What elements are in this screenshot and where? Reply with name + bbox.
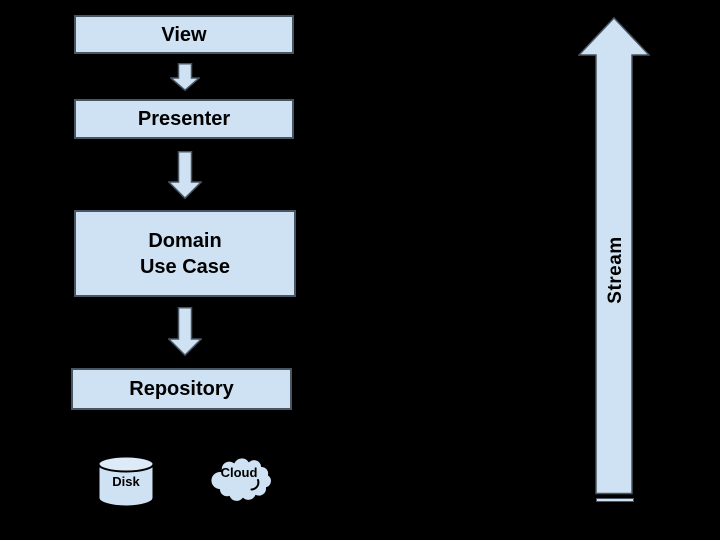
- down-arrow-icon: [168, 151, 202, 199]
- view-box: View: [74, 15, 294, 54]
- repository-box: Repository: [71, 368, 292, 410]
- cloud-icon: [209, 456, 273, 503]
- down-arrow-icon: [170, 63, 200, 91]
- stream-arrow-base-bar: [596, 498, 634, 502]
- disk-cylinder-icon: [97, 455, 155, 508]
- stream-label: Stream: [605, 236, 626, 304]
- domain-use-case-box: Domain Use Case: [74, 210, 296, 297]
- down-arrow-icon: [168, 307, 202, 356]
- presenter-box: Presenter: [74, 99, 294, 139]
- up-arrow-icon: [578, 17, 650, 495]
